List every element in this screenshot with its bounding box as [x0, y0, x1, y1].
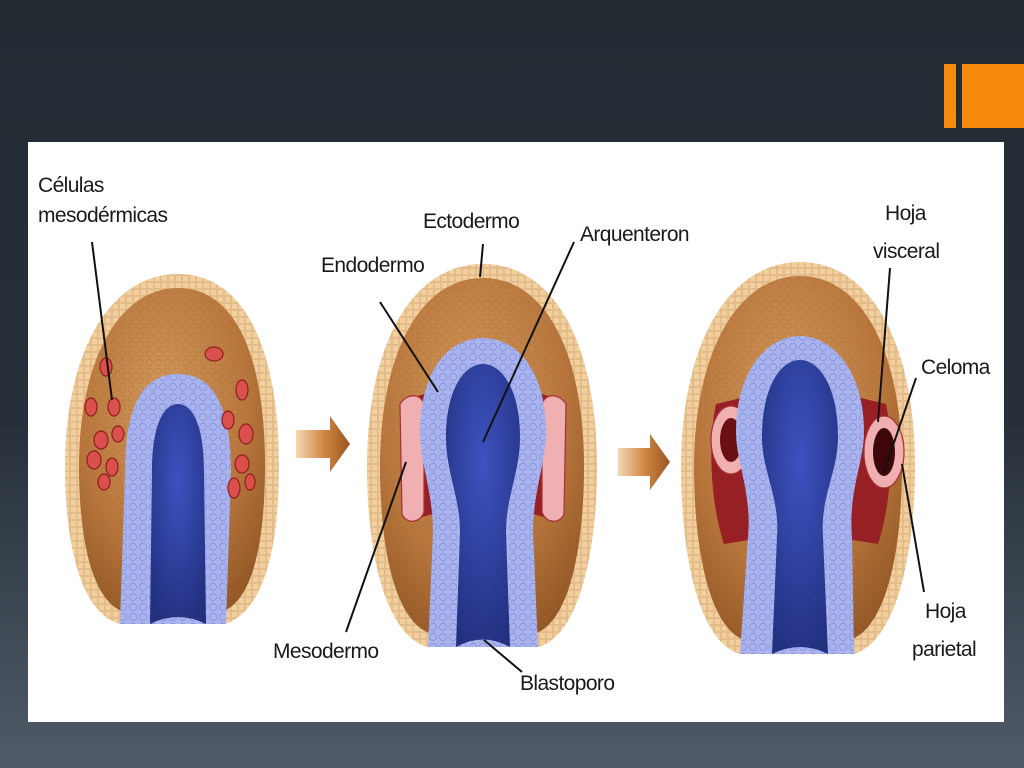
label-celoma: Celoma	[921, 356, 991, 379]
label-celulas: Células	[38, 174, 104, 197]
embryo-stage-3	[680, 262, 916, 654]
accent-bar-thick	[962, 64, 1024, 128]
archenteron	[446, 364, 520, 647]
label-arquenteron: Arquenteron	[580, 223, 689, 246]
right-arrow-icon	[296, 416, 350, 472]
mesodermal-cells	[84, 346, 256, 499]
label-hoja-parietal-1: Hoja	[925, 600, 967, 623]
labels: Células mesodérmicas Ectodermo Endodermo…	[38, 174, 991, 695]
right-arrow-icon	[618, 434, 670, 490]
archenteron	[150, 404, 206, 624]
embryo-stage-2	[366, 264, 598, 647]
accent-bar-thin	[944, 64, 956, 128]
embryo-stage-1	[64, 274, 280, 624]
label-hoja-visceral-1: Hoja	[885, 202, 927, 225]
gastrulation-diagram: Células mesodérmicas Ectodermo Endodermo…	[38, 174, 991, 695]
label-mesodermo: Mesodermo	[273, 640, 378, 663]
label-mesodermicas: mesodérmicas	[38, 204, 167, 227]
label-endodermo: Endodermo	[321, 254, 424, 277]
label-ectodermo: Ectodermo	[423, 210, 519, 233]
label-blastoporo: Blastoporo	[520, 672, 614, 695]
archenteron	[762, 360, 838, 654]
label-hoja-visceral-2: visceral	[873, 240, 939, 263]
leader-lines	[91, 241, 925, 673]
label-hoja-parietal-2: parietal	[912, 638, 976, 661]
diagram-panel: Células mesodérmicas Ectodermo Endodermo…	[28, 142, 1004, 722]
coelom-right	[863, 415, 905, 489]
